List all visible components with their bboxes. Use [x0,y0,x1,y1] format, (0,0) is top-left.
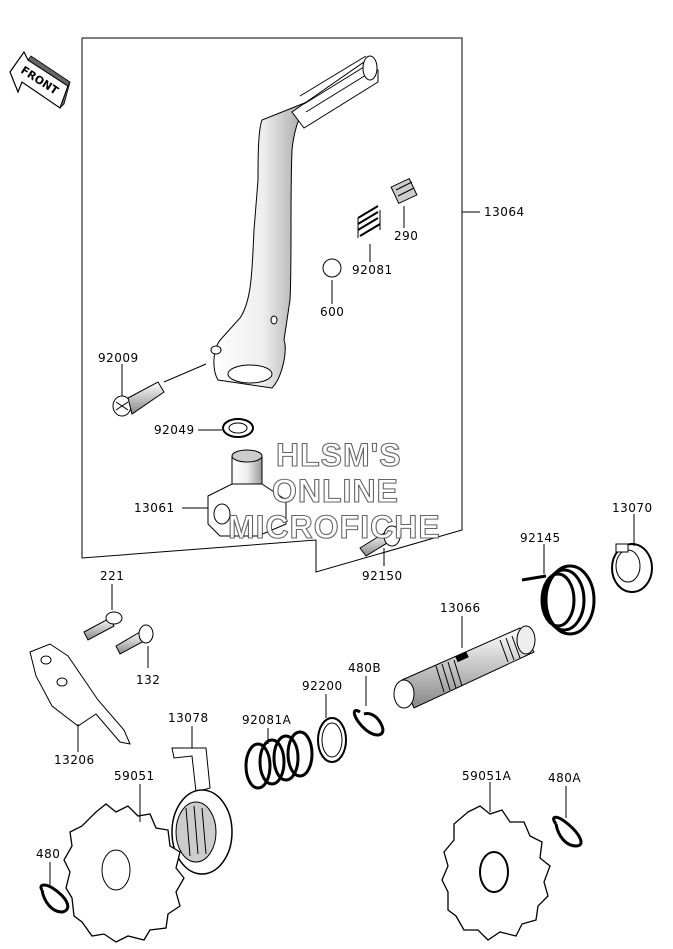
label-59051A: 59051A [462,769,512,783]
label-480: 480 [36,847,60,861]
label-13061: 13061 [134,501,175,515]
kick-shaft-13066 [393,625,536,709]
washer-92049 [222,418,254,438]
label-92049: 92049 [154,423,195,437]
front-arrow-icon: FRONT [9,50,71,109]
plate-13206 [29,643,131,745]
label-13078: 13078 [168,711,209,725]
gear-59051A [441,805,551,941]
bolt-132 [115,624,154,655]
label-92200: 92200 [302,679,343,693]
label-92009: 92009 [98,351,139,365]
return-spring-92145 [521,564,596,636]
bolt-92009 [112,363,207,417]
label-13066: 13066 [440,601,481,615]
bolt-221 [83,611,123,641]
label-59051: 59051 [114,769,155,783]
leader-lines [49,206,635,886]
gear-59051 [63,803,185,943]
label-290: 290 [394,229,418,243]
label-600: 600 [320,305,344,319]
spring-92081A [244,730,314,790]
label-92081: 92081 [352,263,393,277]
label-480A: 480A [548,771,581,785]
bolt-92150 [359,525,401,557]
ball-600 [322,258,342,278]
label-132: 132 [136,673,160,687]
label-92145: 92145 [520,531,561,545]
washer-92200 [317,717,347,763]
watermark-line3: MICROFICHE [228,509,441,545]
label-92150: 92150 [362,569,403,583]
kick-shaft-13061 [207,449,287,537]
watermark-line2: ONLINE [272,473,399,509]
label-13064: 13064 [484,205,525,219]
label-480B: 480B [348,661,381,675]
label-92081A: 92081A [242,713,292,727]
kick-pedal-lever [210,55,379,389]
label-13206: 13206 [54,753,95,767]
label-13070: 13070 [612,501,653,515]
label-221: 221 [100,569,124,583]
assembly-frame [81,37,480,573]
circlip-480B [352,709,385,737]
ratchet-13078 [171,747,233,875]
watermark: HLSM'S ONLINE MICROFICHE [227,436,441,545]
part-labels: 13064 290 92081 600 92009 92049 13061 92… [36,205,653,861]
detent-290 [390,177,418,205]
circlip-480A [552,815,583,848]
spring-guide-13070 [611,543,653,593]
watermark-line1: HLSM'S [276,437,402,473]
circlip-480 [39,883,70,914]
spring-92081 [357,205,381,238]
